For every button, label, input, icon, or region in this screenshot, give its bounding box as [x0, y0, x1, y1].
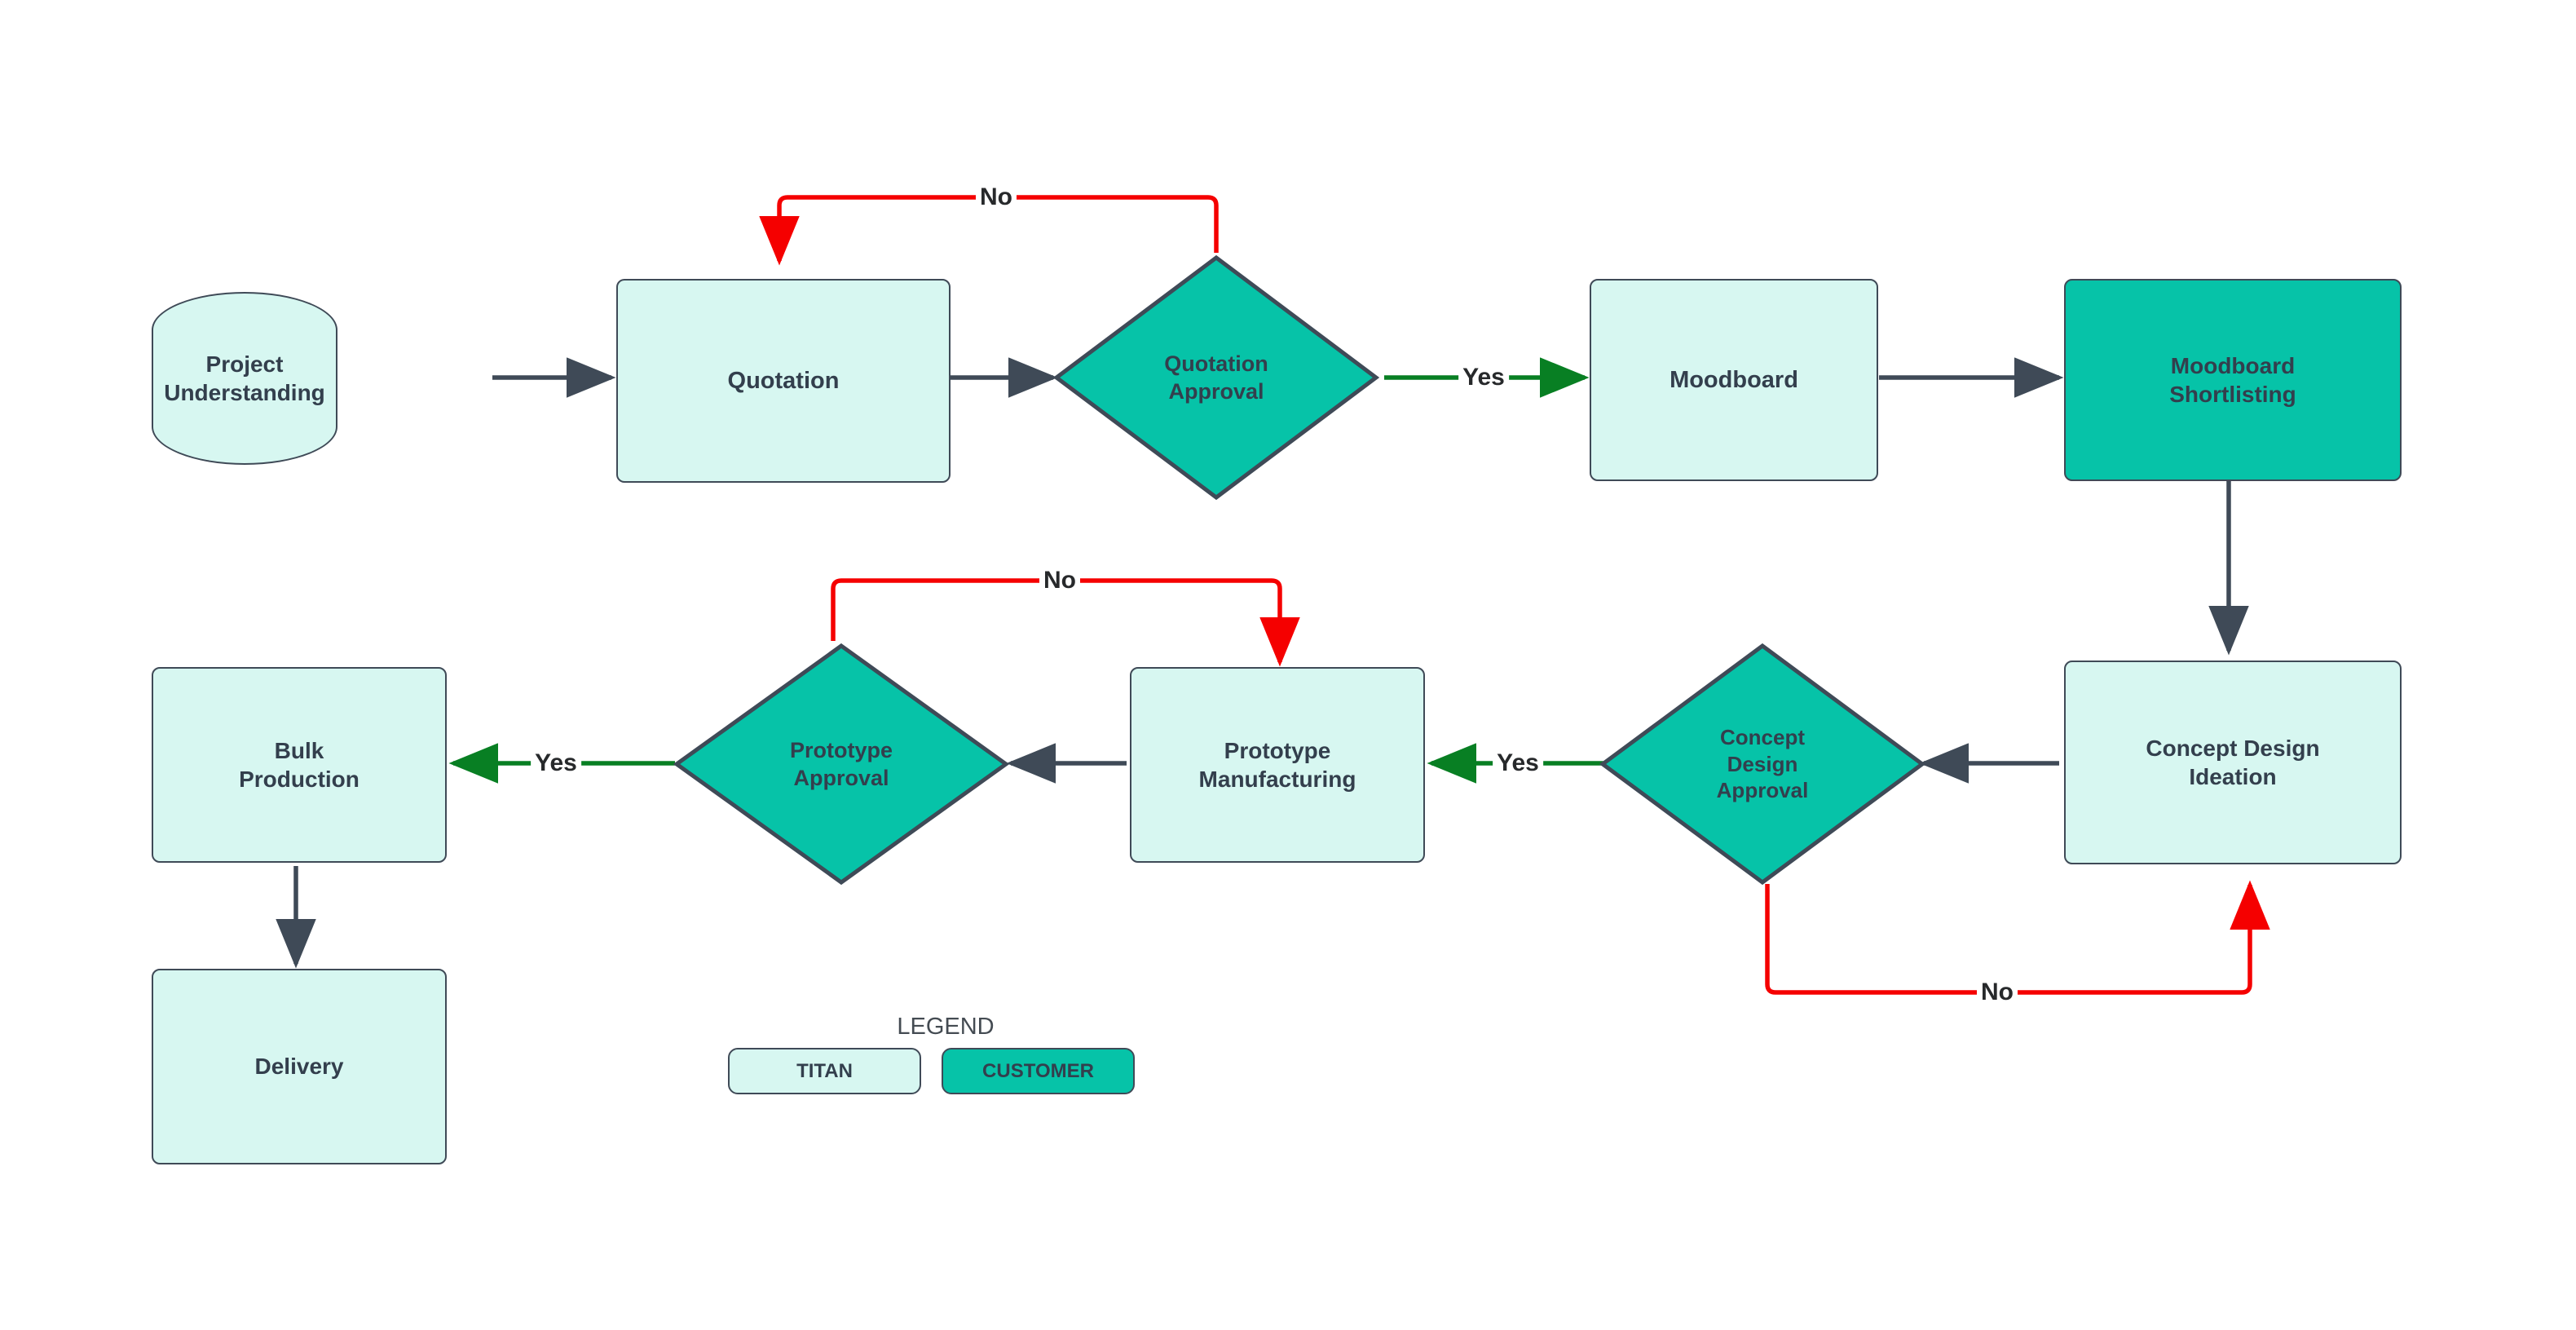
edge-label-no-quotation: No: [976, 183, 1017, 211]
edge-label-no-prototype: No: [1039, 567, 1080, 594]
node-delivery[interactable]: Delivery: [152, 969, 447, 1164]
legend-label: CUSTOMER: [982, 1059, 1094, 1082]
node-concept-design-ideation[interactable]: Concept Design Ideation: [2064, 661, 2402, 864]
diamond-shape: [673, 643, 1010, 886]
node-label: Project Understanding: [164, 351, 325, 405]
node-quotation-approval[interactable]: Quotation Approval: [1052, 254, 1380, 501]
node-prototype-approval[interactable]: Prototype Approval: [673, 643, 1010, 886]
node-project-understanding[interactable]: Project Understanding: [152, 292, 337, 465]
legend-title: LEGEND: [897, 1014, 995, 1040]
edge-label-yes-concept: Yes: [1493, 749, 1543, 777]
node-label: Moodboard: [1670, 366, 1798, 393]
node-label: Concept Design Approval: [1716, 724, 1809, 803]
node-label: Delivery: [254, 1054, 344, 1080]
node-label: Quotation: [727, 367, 840, 394]
legend-item-customer[interactable]: CUSTOMER: [942, 1048, 1135, 1094]
node-label: Prototype Approval: [789, 737, 893, 790]
edge-label-yes-moodboard: Yes: [1458, 364, 1509, 391]
edge-label-no-concept: No: [1977, 979, 2018, 1006]
node-label: Concept Design Ideation: [2146, 735, 2320, 789]
node-moodboard[interactable]: Moodboard: [1590, 279, 1878, 481]
legend-item-titan[interactable]: TITAN: [728, 1048, 921, 1094]
node-label: Moodboard Shortlisting: [2169, 352, 2296, 407]
diamond-shape: [1052, 254, 1380, 501]
edge-concept-no-to-ideation: [1765, 880, 2270, 995]
node-label: Quotation Approval: [1164, 351, 1268, 404]
node-prototype-manufacturing[interactable]: Prototype Manufacturing: [1130, 667, 1425, 863]
node-label: Bulk Production: [239, 737, 359, 792]
node-concept-design-approval[interactable]: Concept Design Approval: [1599, 643, 1926, 886]
node-label: Prototype Manufacturing: [1198, 737, 1356, 792]
legend-label: TITAN: [796, 1059, 853, 1082]
edge-label-yes-bulk: Yes: [531, 749, 581, 777]
node-bulk-production[interactable]: Bulk Production: [152, 667, 447, 863]
diamond-shape: [1599, 643, 1926, 886]
node-moodboard-shortlisting[interactable]: Moodboard Shortlisting: [2064, 279, 2402, 481]
node-quotation[interactable]: Quotation: [616, 279, 951, 483]
